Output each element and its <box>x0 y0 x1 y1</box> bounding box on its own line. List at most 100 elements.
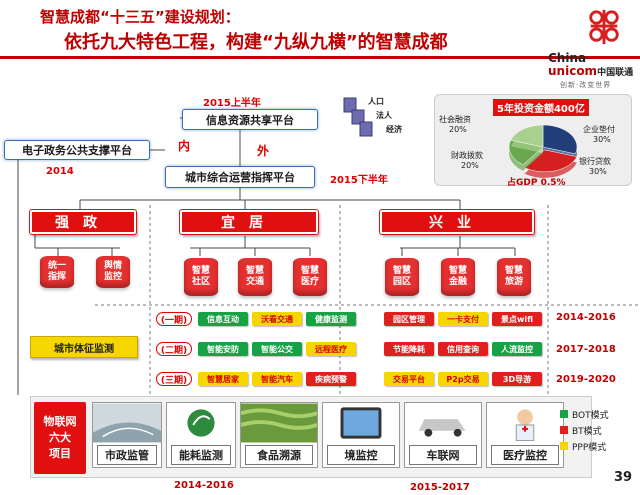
stack-legal: 法人 <box>376 111 392 120</box>
phase-2-item-4: 节能降耗 <box>384 342 434 356</box>
iot-environment-label: 境监控 <box>327 445 395 465</box>
pillar-livability: 宜居 <box>180 210 318 234</box>
social-pct: 20% <box>449 125 467 134</box>
second-half-label: 2015下半年 <box>330 175 388 186</box>
finance-label: 财政拨款 <box>451 151 483 160</box>
cyl-smart-traffic: 智慧 交通 <box>238 258 272 296</box>
phase-3-item-5: P2p交易 <box>438 372 488 386</box>
phase-3-period: 2019-2020 <box>556 374 616 385</box>
legend-ppp: PPP模式 <box>560 438 640 454</box>
enterprise-pct: 30% <box>593 135 611 144</box>
iot-medical-label: 医疗监控 <box>491 445 559 465</box>
slice-label-finance: 财政拨款 20% <box>451 151 483 171</box>
phase-1-label: (一期) <box>156 312 192 326</box>
phase-2-period: 2017-2018 <box>556 344 616 355</box>
title-line-1: 智慧成都“十三五”建设规划： <box>40 8 240 26</box>
slice-label-enterprise: 企业垫付 30% <box>583 125 615 145</box>
legend-bt-label: BT模式 <box>572 426 602 437</box>
legend-bot: BOT模式 <box>560 406 640 422</box>
phase-1-item-5: 一卡支付 <box>438 312 488 326</box>
iot-period-a: 2014-2016 <box>174 480 234 491</box>
green-energy-icon <box>167 403 235 443</box>
pie-slices <box>508 124 578 178</box>
egov-year: 2014 <box>46 166 74 177</box>
wai-label: 外 <box>257 144 270 158</box>
phase-1-item-4: 园区管理 <box>384 312 434 326</box>
nei-label: 内 <box>178 139 191 153</box>
car-photo-icon <box>405 403 481 443</box>
phase-1-item-2: 沃看交通 <box>252 312 302 326</box>
cyl-smart-medical: 智慧 医疗 <box>293 258 327 296</box>
legend-bt-swatch <box>560 426 568 434</box>
tablet-photo-icon <box>323 403 399 443</box>
iot-period-b: 2015-2017 <box>410 482 470 493</box>
investment-title: 5年投资金额400亿 <box>493 99 589 116</box>
phase-3-item-3: 疾病预警 <box>306 372 356 386</box>
egov-platform: 电子政务公共支撑平台 <box>4 140 150 160</box>
iot-energy-label: 能耗监测 <box>171 445 231 465</box>
pillar-industry: 兴业 <box>380 210 534 234</box>
cyl-smart-finance: 智慧 金融 <box>441 258 475 296</box>
enterprise-label: 企业垫付 <box>583 125 615 134</box>
social-label: 社会融资 <box>439 115 471 124</box>
bank-pct: 30% <box>589 167 607 176</box>
pie-slice-social <box>510 124 544 148</box>
page-number: 39 <box>614 470 633 485</box>
logo-cn: 中国联通 <box>597 68 634 78</box>
stack-people: 人口 <box>368 97 384 106</box>
finance-pct: 20% <box>461 161 479 170</box>
phase-2-label: (二期) <box>156 342 192 356</box>
phase-3-item-4: 交易平台 <box>384 372 434 386</box>
logo-china: China <box>548 51 587 65</box>
phase-3-item-2: 智能汽车 <box>252 372 302 386</box>
legend-bot-label: BOT模式 <box>572 410 609 421</box>
legend-bt: BT模式 <box>560 422 640 438</box>
database-stack-icon <box>343 97 373 137</box>
legend-ppp-swatch <box>560 442 568 450</box>
iot-energy: 能耗监测 <box>166 402 236 468</box>
city-sign-monitoring: 城市体征监测 <box>30 336 138 358</box>
legend-bot-swatch <box>560 410 568 418</box>
investment-pie-chart <box>508 124 578 178</box>
vegetables-photo-icon <box>240 403 318 443</box>
iot-medical: 医疗监控 <box>486 402 564 468</box>
unicom-logo-text: China unicom中国联通 <box>548 52 633 80</box>
phase-1-period: 2014-2016 <box>556 312 616 323</box>
phase-3-label: (三期) <box>156 372 192 386</box>
stack-economy: 经济 <box>386 125 402 134</box>
iot-environment: 境监控 <box>322 402 400 468</box>
logo-unicom: unicom <box>548 64 598 78</box>
cyl-smart-tourism: 智慧 旅游 <box>497 258 531 296</box>
gdp-share: 占GDP 0.5% <box>507 178 566 188</box>
city-operation-platform: 城市综合运营指挥平台 <box>165 166 315 188</box>
cyl-unified-command: 统一 指挥 <box>40 256 74 288</box>
iot-vehicle-label: 车联网 <box>409 445 477 465</box>
iot-municipal: 市政监管 <box>92 402 162 468</box>
phase-3-item-1: 智慧居家 <box>198 372 248 386</box>
phase-2-item-3: 远程医疗 <box>306 342 356 356</box>
legend-ppp-label: PPP模式 <box>572 442 607 453</box>
phase-3-item-6: 3D导游 <box>492 372 542 386</box>
cyl-smart-park: 智慧 园区 <box>385 258 419 296</box>
pillar-governance: 强政 <box>30 210 136 234</box>
phase-1-item-1: 信息互动 <box>198 312 248 326</box>
iot-six-projects-label: 物联网 六大 项目 <box>34 402 86 474</box>
people-data-stack: 人口 法人 经济 <box>340 96 420 140</box>
logo-slogan: 创新·改变世界 <box>560 81 612 89</box>
info-resource-platform: 信息资源共享平台 <box>182 109 318 130</box>
phase-2-item-5: 信用查询 <box>438 342 488 356</box>
cyl-public-opinion: 舆情 监控 <box>96 256 130 288</box>
iot-food: 食品溯源 <box>240 402 318 468</box>
title-divider <box>0 56 640 59</box>
cyl-smart-community: 智慧 社区 <box>184 258 218 296</box>
road-photo-icon <box>93 403 161 443</box>
slice-label-bank: 银行贷款 30% <box>579 157 611 177</box>
title-line-2: 依托九大特色工程，构建“九纵九横”的智慧成都 <box>64 32 448 53</box>
phase-2-item-6: 人流监控 <box>492 342 542 356</box>
bank-label: 银行贷款 <box>579 157 611 166</box>
investment-panel: 5年投资金额400亿 社会融资 20% 企业垫付 30% 财政拨款 20% 银行… <box>434 94 632 188</box>
unicom-knot-logo <box>589 9 619 45</box>
iot-vehicle: 车联网 <box>404 402 482 468</box>
phase-2-item-1: 智能安防 <box>198 342 248 356</box>
phase-1-item-3: 健康监测 <box>306 312 356 326</box>
